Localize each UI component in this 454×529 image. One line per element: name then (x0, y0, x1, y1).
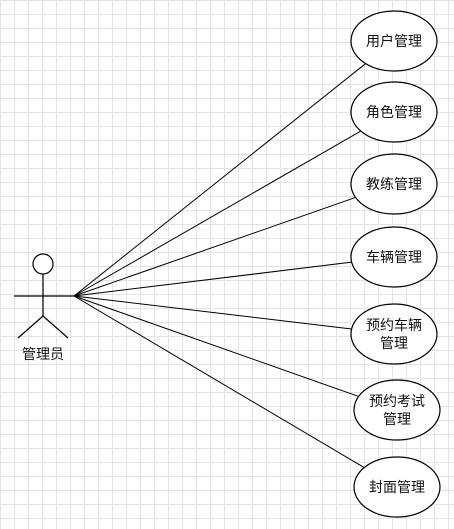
actor-head (32, 253, 54, 275)
association-line (73, 261, 352, 297)
use-case-ellipse (350, 226, 438, 288)
actor-label: 管理员 (22, 347, 64, 363)
association-line (73, 196, 356, 297)
use-case-label: 用户管理 (366, 33, 422, 50)
actor-left-leg (17, 315, 44, 339)
use-case-label: 角色管理 (366, 104, 422, 121)
use-case-ellipse (350, 153, 438, 215)
actor-admin[interactable]: 管理员 (14, 253, 74, 363)
use-case-ellipse (350, 81, 438, 143)
use-case-ellipse (350, 303, 438, 365)
association-line (73, 295, 352, 330)
use-case-label: 封面管理 (369, 480, 425, 496)
association-line (73, 63, 366, 297)
use-case-label: 管理 (383, 412, 411, 428)
use-case-label: 预约考试 (369, 394, 425, 410)
use-case-ellipse (353, 379, 441, 441)
use-case-label: 车辆管理 (366, 249, 422, 266)
use-case[interactable]: 教练管理 (350, 153, 438, 215)
use-case-label: 管理 (380, 336, 408, 352)
association-line (73, 130, 362, 297)
use-case[interactable]: 角色管理 (350, 81, 438, 143)
actor-right-leg (42, 315, 69, 339)
use-case-ellipse (353, 456, 441, 518)
use-case-ellipse (350, 10, 438, 72)
association-line (73, 295, 359, 397)
use-case-label: 教练管理 (366, 177, 422, 193)
associations (73, 63, 366, 469)
use-case-label: 预约车辆 (366, 317, 422, 334)
use-case[interactable]: 封面管理 (353, 456, 441, 518)
use-case[interactable]: 用户管理 (350, 10, 438, 72)
association-line (73, 295, 365, 469)
use-case[interactable]: 车辆管理 (350, 226, 438, 288)
